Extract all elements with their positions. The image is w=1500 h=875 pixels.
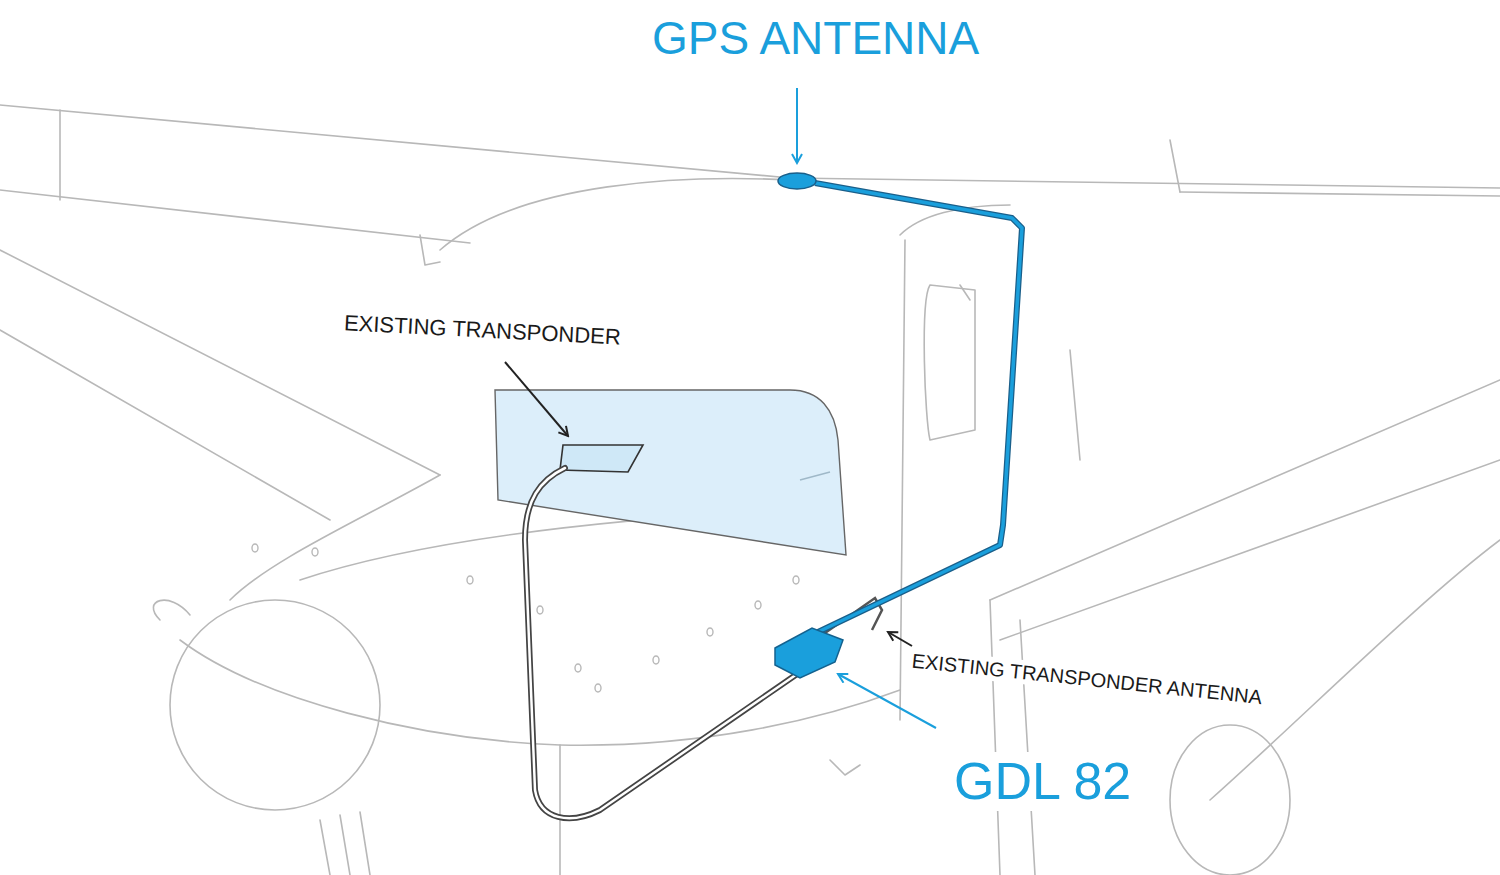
leader-arrow: [796, 88, 798, 163]
callout-label: EXISTING TRANSPONDER: [339, 310, 625, 351]
door-window: [924, 285, 975, 440]
callout-label: GDL 82: [950, 752, 1135, 811]
gdl82-unit: [775, 628, 843, 678]
propeller: [153, 600, 190, 620]
gps-antenna: [778, 173, 816, 189]
transponder-cable: [525, 468, 800, 818]
gear-leg: [990, 600, 1035, 875]
airframe-outline: [0, 105, 1500, 875]
rivet: [653, 656, 659, 664]
wing-fitting: [960, 285, 970, 300]
spinner: [170, 600, 380, 810]
main-wheel: [1170, 725, 1290, 875]
rivet: [575, 664, 581, 672]
step: [830, 760, 860, 775]
door-handle: [1070, 350, 1080, 460]
callout-label: EXISTING TRANSPONDER ANTENNA: [907, 648, 1267, 709]
wing-edge: [0, 105, 1500, 188]
windshield: [495, 390, 846, 555]
wing-fitting: [420, 235, 440, 265]
windshield-mark: [800, 472, 830, 480]
rivet: [755, 601, 761, 609]
cooling-grille: [320, 812, 370, 875]
wing-edge: [0, 190, 470, 243]
rivet: [537, 606, 543, 614]
cowling-outline: [230, 475, 440, 600]
wing-strut: [0, 250, 440, 520]
callout-label: GPS ANTENNA: [648, 12, 983, 65]
fuselage-outline: [440, 179, 790, 250]
rivet: [595, 684, 601, 692]
rivet: [467, 576, 473, 584]
transponder-cable: [525, 468, 800, 818]
rivet: [707, 628, 713, 636]
wing-strut: [990, 380, 1500, 640]
fuselage-outline: [1210, 540, 1500, 800]
transponder-box: [560, 445, 643, 472]
rivet: [312, 548, 318, 556]
leader-arrow: [888, 632, 912, 646]
leader-arrow: [505, 362, 568, 436]
rivet: [252, 544, 258, 552]
door-frame: [900, 240, 905, 720]
leader-arrow: [838, 674, 936, 728]
wing-edge: [1180, 192, 1500, 196]
rivet: [793, 576, 799, 584]
gps-cable: [815, 183, 1022, 632]
gps-cable: [815, 183, 1022, 632]
wing-edge: [60, 110, 1180, 200]
cowling-outline: [559, 745, 561, 875]
